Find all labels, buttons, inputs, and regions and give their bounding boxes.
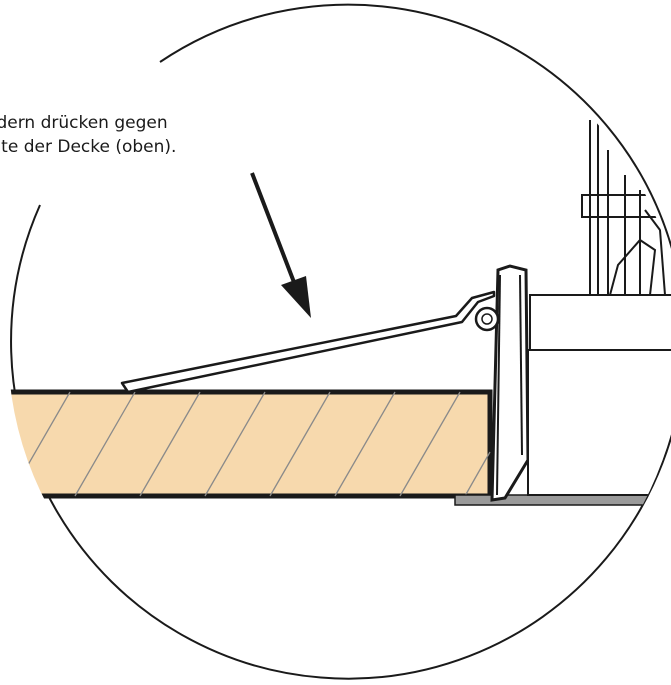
annotation-line-1: edern drücken gegen [0,113,168,133]
spring-clip [120,290,496,394]
fixture-trim [454,494,671,506]
detail-circle-outline [10,3,671,680]
fixture-housing [529,294,671,351]
ceiling-board [8,389,493,499]
annotation-text: edern drücken gegen eite der Decke (oben… [0,111,320,159]
pointer-arrow [250,172,311,318]
fixture-frame [490,264,530,502]
fixture-upper-parts [581,110,671,296]
annotation-line-2: eite der Decke (oben). [0,137,177,157]
